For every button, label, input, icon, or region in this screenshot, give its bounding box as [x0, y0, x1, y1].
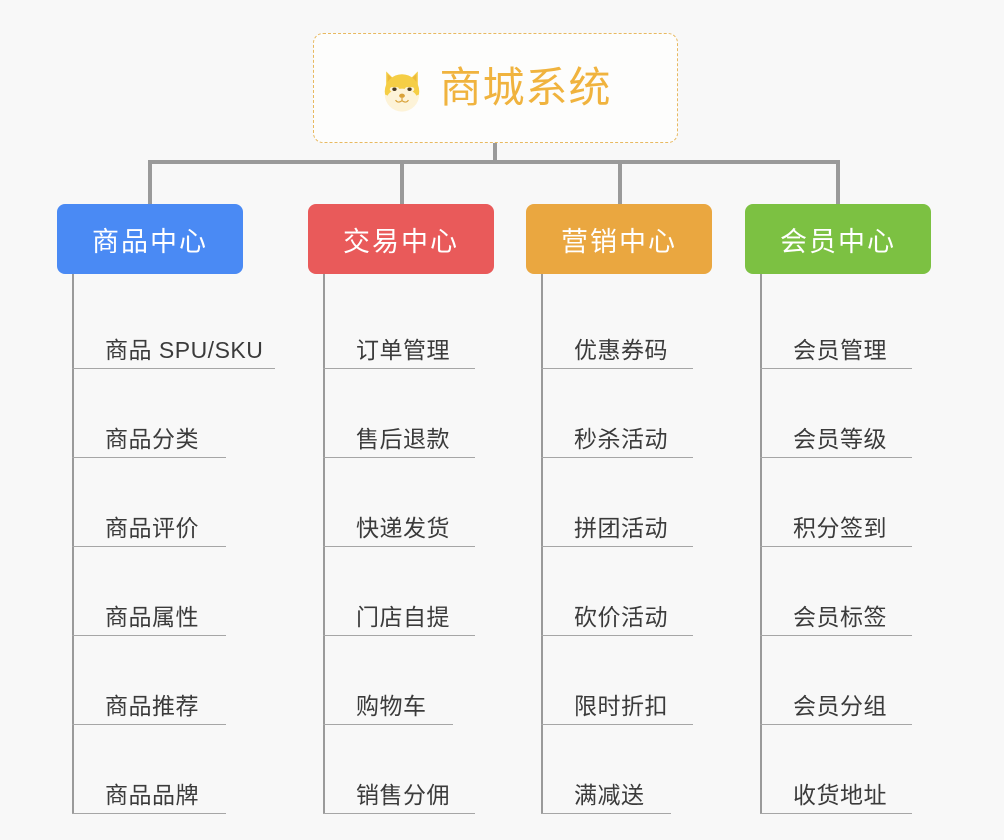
leaf-item[interactable]: 积分签到 [760, 458, 912, 547]
leaf-spine-1 [323, 274, 325, 814]
category-column-0: 商品中心 商品 SPU/SKU 商品分类 商品评价 商品属性 商品推荐 商品品牌 [57, 204, 275, 814]
leaf-label: 砍价活动 [574, 603, 668, 630]
leaf-list-1: 订单管理 售后退款 快递发货 门店自提 购物车 销售分佣 [308, 274, 494, 814]
leaf-label: 会员等级 [793, 425, 887, 452]
leaf-label: 销售分佣 [356, 781, 450, 808]
category-box-3[interactable]: 会员中心 [745, 204, 931, 274]
leaf-item[interactable]: 限时折扣 [541, 636, 693, 725]
category-column-3: 会员中心 会员管理 会员等级 积分签到 会员标签 会员分组 收货地址 [745, 204, 931, 814]
category-column-1: 交易中心 订单管理 售后退款 快递发货 门店自提 购物车 销售分佣 [308, 204, 494, 814]
leaf-label: 快递发货 [356, 514, 450, 541]
leaf-label: 拼团活动 [574, 514, 668, 541]
leaf-item[interactable]: 优惠券码 [541, 280, 693, 369]
leaf-label: 购物车 [356, 692, 427, 719]
leaf-list-0: 商品 SPU/SKU 商品分类 商品评价 商品属性 商品推荐 商品品牌 [57, 274, 275, 814]
leaf-label: 限时折扣 [574, 692, 668, 719]
leaf-label: 满减送 [574, 781, 645, 808]
leaf-item[interactable]: 会员分组 [760, 636, 912, 725]
root-node[interactable]: 商城系统 [313, 33, 678, 143]
leaf-item[interactable]: 商品属性 [72, 547, 226, 636]
leaf-item[interactable]: 门店自提 [323, 547, 475, 636]
leaf-item[interactable]: 会员标签 [760, 547, 912, 636]
leaf-spine-0 [72, 274, 74, 814]
leaf-item[interactable]: 会员管理 [760, 280, 912, 369]
leaf-item[interactable]: 商品分类 [72, 369, 226, 458]
leaf-item[interactable]: 商品推荐 [72, 636, 226, 725]
leaf-list-2: 优惠券码 秒杀活动 拼团活动 砍价活动 限时折扣 满减送 [526, 274, 712, 814]
category-label-3: 会员中心 [780, 226, 896, 257]
leaf-label: 订单管理 [356, 336, 450, 363]
leaf-label: 商品品牌 [105, 781, 199, 808]
leaf-label: 积分签到 [793, 514, 887, 541]
leaf-item[interactable]: 售后退款 [323, 369, 475, 458]
category-label-1: 交易中心 [343, 226, 459, 257]
leaf-item[interactable]: 砍价活动 [541, 547, 693, 636]
leaf-label: 收货地址 [793, 781, 887, 808]
leaf-label: 优惠券码 [574, 336, 668, 363]
category-box-0[interactable]: 商品中心 [57, 204, 243, 274]
leaf-label: 商品属性 [105, 603, 199, 630]
leaf-label: 售后退款 [356, 425, 450, 452]
leaf-spine-2 [541, 274, 543, 814]
shiba-dog-face-icon [385, 71, 420, 112]
leaf-label: 秒杀活动 [574, 425, 668, 452]
leaf-item[interactable]: 收货地址 [760, 725, 912, 814]
leaf-item[interactable]: 购物车 [323, 636, 453, 725]
leaf-item[interactable]: 满减送 [541, 725, 671, 814]
leaf-label: 会员分组 [793, 692, 887, 719]
leaf-item[interactable]: 快递发货 [323, 458, 475, 547]
leaf-item[interactable]: 订单管理 [323, 280, 475, 369]
leaf-item[interactable]: 商品品牌 [72, 725, 226, 814]
leaf-item[interactable]: 拼团活动 [541, 458, 693, 547]
category-column-2: 营销中心 优惠券码 秒杀活动 拼团活动 砍价活动 限时折扣 满减送 [526, 204, 712, 814]
category-box-1[interactable]: 交易中心 [308, 204, 494, 274]
leaf-spine-3 [760, 274, 762, 814]
category-box-2[interactable]: 营销中心 [526, 204, 712, 274]
category-label-2: 营销中心 [561, 226, 677, 257]
leaf-label: 会员管理 [793, 336, 887, 363]
leaf-item[interactable]: 商品 SPU/SKU [72, 280, 275, 369]
leaf-item[interactable]: 会员等级 [760, 369, 912, 458]
category-label-0: 商品中心 [92, 226, 208, 257]
leaf-item[interactable]: 商品评价 [72, 458, 226, 547]
root-title: 商城系统 [439, 64, 612, 111]
leaf-item[interactable]: 销售分佣 [323, 725, 475, 814]
leaf-label: 商品 SPU/SKU [105, 336, 264, 363]
leaf-label: 商品评价 [105, 514, 199, 541]
leaf-list-3: 会员管理 会员等级 积分签到 会员标签 会员分组 收货地址 [745, 274, 931, 814]
leaf-label: 门店自提 [356, 603, 450, 630]
leaf-label: 会员标签 [793, 603, 887, 630]
leaf-label: 商品推荐 [105, 692, 199, 719]
leaf-item[interactable]: 秒杀活动 [541, 369, 693, 458]
leaf-label: 商品分类 [105, 425, 199, 452]
